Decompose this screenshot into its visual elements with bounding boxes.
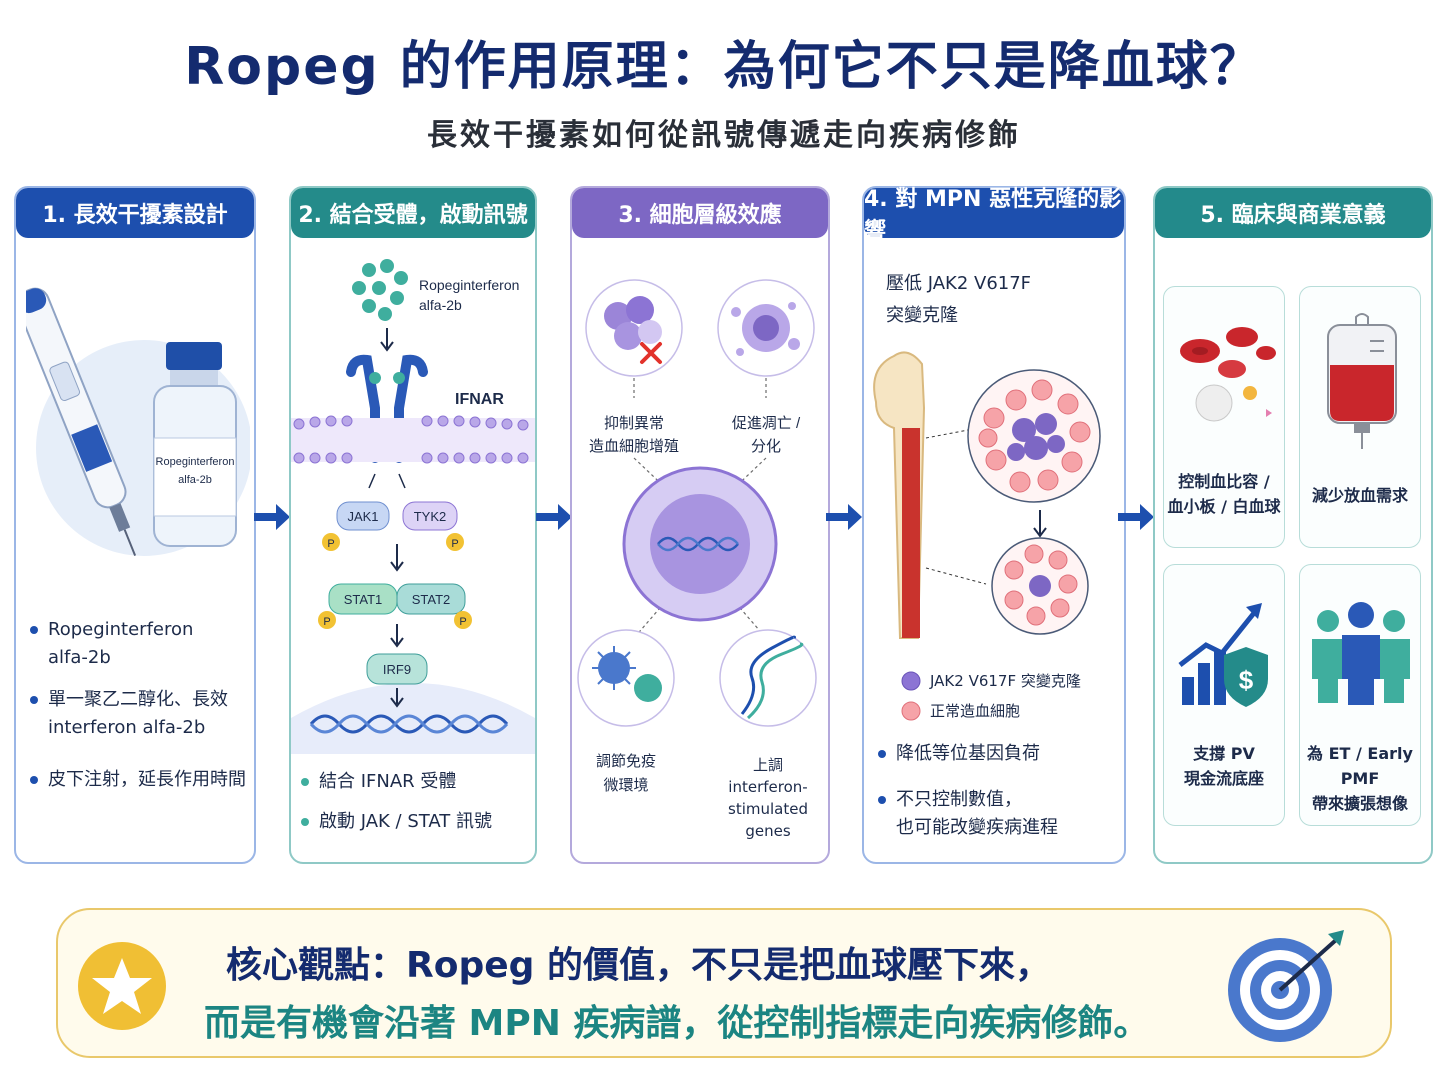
bullet-dot xyxy=(30,626,38,634)
svg-text:$: $ xyxy=(1239,665,1254,695)
bullet-allele-burden: 降低等位基因負荷 xyxy=(878,740,1040,768)
effect-immune-line1: 調節免疫 xyxy=(596,752,656,770)
patient-group-icon xyxy=(1312,602,1410,705)
drug-name-line1: Ropeginterferon xyxy=(419,277,519,293)
vial-label-line2: alfa-2b xyxy=(178,474,212,486)
effect-apoptosis-line1: 促進凋亡 / xyxy=(732,415,801,432)
effect-antiproliferation-line1: 抑制異常 xyxy=(604,415,664,432)
bullet-dot xyxy=(301,778,309,786)
irf9-label: IRF9 xyxy=(383,662,411,677)
arrow-right-icon xyxy=(536,504,572,530)
legend-normal-cell-marker xyxy=(901,701,921,721)
blood-cells-icon xyxy=(1180,327,1276,422)
panel-mpn-clone: 4. 對 MPN 惡性克隆的影響 壓低 JAK2 V617F 突變克隆 JAK2… xyxy=(862,186,1126,864)
bullet-pegylated: 單一聚乙二醇化、長效 interferon alfa-2b xyxy=(30,686,228,742)
arrow-right-icon xyxy=(1118,504,1154,530)
bullet-dot xyxy=(878,796,886,804)
bullet-bind-receptor: 結合 IFNAR 受體 xyxy=(301,768,456,796)
card-phlebotomy: 減少放血需求 xyxy=(1299,286,1421,548)
target-icon xyxy=(1228,930,1344,1042)
effect-antiproliferation-line2: 造血細胞增殖 xyxy=(589,438,679,455)
card-pv-cashflow-text: 支撐 PV 現金流底座 xyxy=(1183,744,1264,788)
card-phlebotomy-text: 減少放血需求 xyxy=(1311,486,1408,505)
effect-isg-label: 上調 interferon- stimulated genes xyxy=(728,756,808,840)
panel-receptor-signaling: 2. 結合受體，啟動訊號 Ropeginterferon alfa-2b IFN… xyxy=(289,186,537,864)
panel-cellular-effects: 3. 細胞層級效應 抑制異常 造血細胞增殖 促進凋亡 / 分化 調節免疫 微環境… xyxy=(570,186,830,864)
page-title: Ropeg 的作用原理：為何它不只是降血球？ xyxy=(184,37,1264,97)
legend-mutant-clone: JAK2 V617F 突變克隆 xyxy=(930,672,1081,690)
jak1-label: JAK1 xyxy=(347,509,378,524)
core-insight-line1: 核心觀點：Ropeg 的價值，不只是把血球壓下來， xyxy=(226,945,1051,986)
card-pv-cashflow: $ 支撐 PV 現金流底座 xyxy=(1163,564,1285,826)
tyk2-label: TYK2 xyxy=(414,509,447,524)
bullet-jak-stat: 啟動 JAK / STAT 訊號 xyxy=(301,808,492,836)
bone-marrow-clone-illustration xyxy=(873,351,1101,639)
bullet-disease-course: 不只控制數值， 也可能改變疾病進程 xyxy=(878,786,1058,842)
core-insight-banner: 核心觀點：Ropeg 的價值，不只是把血球壓下來， 而是有機會沿著 MPN 疾病… xyxy=(56,908,1392,1058)
clone-reduction-title: 壓低 JAK2 V617F 突變克隆 xyxy=(886,273,1032,326)
star-icon xyxy=(78,942,166,1030)
bullet-dot xyxy=(301,818,309,826)
bullet-dot xyxy=(878,750,886,758)
cell-effects-illustration: 抑制異常 造血細胞增殖 促進凋亡 / 分化 調節免疫 微環境 xyxy=(577,279,817,794)
arrow-right-icon xyxy=(254,504,290,530)
effect-apoptosis-line2: 分化 xyxy=(751,438,781,455)
panel-2-header: 2. 結合受體，啟動訊號 xyxy=(291,188,535,238)
card-et-pmf-expansion: 為 ET / Early PMF 帶來擴張想像 xyxy=(1299,564,1421,826)
panel-4-header: 4. 對 MPN 惡性克隆的影響 xyxy=(864,187,1124,244)
vial-label-line1: Ropeginterferon xyxy=(156,456,235,468)
legend-mutant-clone-marker xyxy=(901,671,921,691)
blood-bag-icon xyxy=(1327,313,1397,449)
arrow-right-icon xyxy=(826,504,862,530)
phosphate-label: P xyxy=(459,616,466,628)
panel-5-header: 5. 臨床與商業意義 xyxy=(1155,188,1431,238)
bullet-dot xyxy=(30,696,38,704)
stat2-label: STAT2 xyxy=(412,592,451,607)
receptor-label: IFNAR xyxy=(455,391,504,408)
page-subtitle: 長效干擾素如何從訊號傳遞走向疾病修飾 xyxy=(427,118,1021,153)
drug-name-line2: alfa-2b xyxy=(419,297,462,313)
card-et-pmf-expansion-text: 為 ET / Early PMF 帶來擴張想像 xyxy=(1307,744,1413,813)
panel-drug-design: 1. 長效干擾素設計 Ropeginterferon alfa-2b Ropeg… xyxy=(14,186,256,864)
bullet-dot xyxy=(30,776,38,784)
injection-pen-and-vial-illustration: Ropeginterferon alfa-2b xyxy=(26,287,250,556)
phosphate-label: P xyxy=(323,616,330,628)
legend-normal-cell: 正常造血細胞 xyxy=(930,702,1021,720)
card-blood-counts-text: 控制血比容 / 血小板 / 白血球 xyxy=(1167,472,1281,516)
stat1-label: STAT1 xyxy=(344,592,383,607)
phosphate-label: P xyxy=(451,538,458,550)
effect-immune-line2: 微環境 xyxy=(603,776,648,794)
panel-3-header: 3. 細胞層級效應 xyxy=(572,188,828,238)
bullet-subcutaneous: 皮下注射，延長作用時間 xyxy=(30,766,246,794)
phosphate-label: P xyxy=(327,538,334,550)
growth-chart-icon: $ xyxy=(1178,603,1268,707)
bullet-drug-name: Ropeginterferon alfa-2b xyxy=(30,616,193,672)
panel-1-header: 1. 長效干擾素設計 xyxy=(16,188,254,238)
panel-clinical-commercial: 5. 臨床與商業意義 控制血比容 / 血小板 / 白血球 減少放血需求 xyxy=(1153,186,1433,864)
jak-stat-pathway-illustration: Ropeginterferon alfa-2b IFNAR JAK1 TYK2 … xyxy=(291,259,535,754)
core-insight-line2: 而是有機會沿著 MPN 疾病譜，從控制指標走向疾病修飾。 xyxy=(204,1003,1150,1044)
card-blood-counts: 控制血比容 / 血小板 / 白血球 xyxy=(1163,286,1285,548)
